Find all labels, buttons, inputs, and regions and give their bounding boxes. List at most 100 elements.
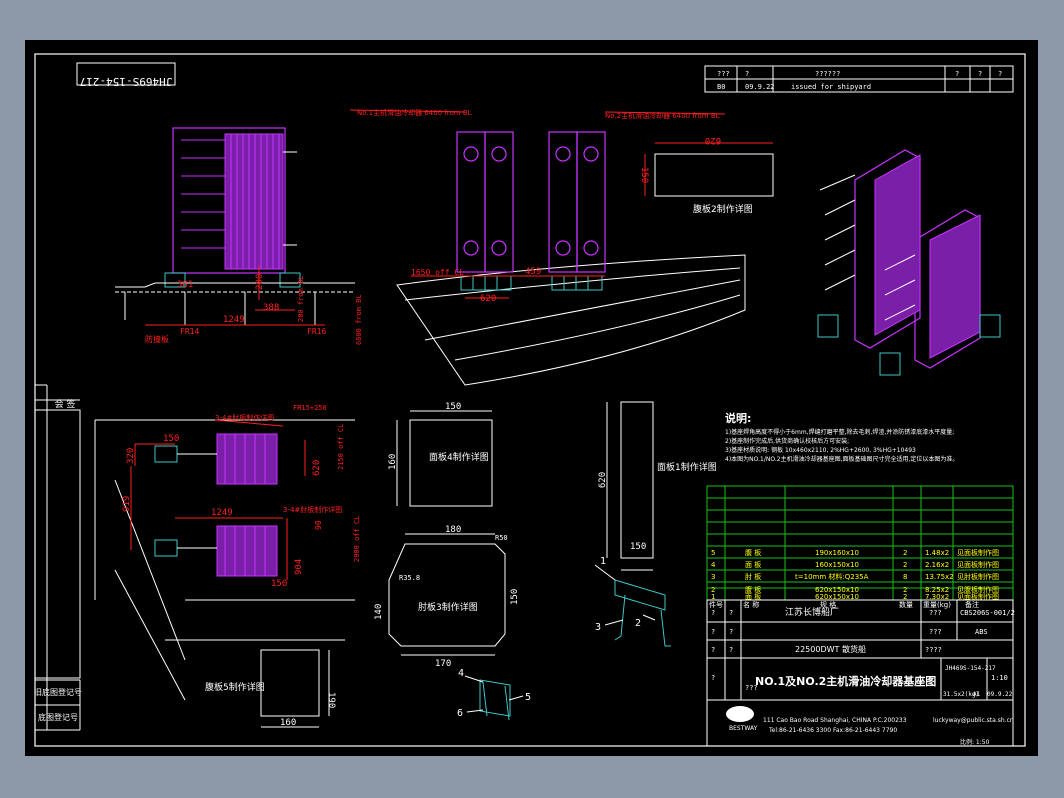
side-elev-1: 200 from BL [297,276,305,322]
plan-dim-919: 919 [122,496,132,512]
bom-r2-c5: 见肘板制作图 [957,572,999,581]
bom-col-0: 件号 [709,600,723,609]
bom-r2-c2: t=10mm 材料:Q235A [795,572,869,581]
plate4-h: 160 [388,454,398,470]
tb-company: 江苏长博船厂 [785,606,839,618]
tb-ph-1: ? [729,609,733,617]
left-strip-label-mid2: 底图登记号 [38,712,78,722]
front-dim-459: 459 [525,267,541,277]
bom-r3-c0: 2 [711,586,715,594]
notes-line-1: 1)基座焊角高度不得小于6mm,焊缝打磨平整,除去毛刺,焊渣,并涂防锈漆底漆水平… [725,428,954,436]
bom-r0-c2: 190x160x10 [815,549,859,557]
iso-callout-4: 4 [458,668,464,679]
tb-class: ABS [975,628,988,636]
plan-note-2: FR15+250 [293,404,327,412]
plate2-title: 腹板2制作详图 [693,203,753,215]
tb-ph-5: ? [729,646,733,654]
bom-r1-c4: 2.16x2 [925,561,949,569]
front-label-right: No.2主机滑油冷却器 6400 from BL [605,111,720,120]
plan-note-1: 3-4#肘板制作详图 [215,413,274,422]
bom-r4-c0: 1 [711,593,715,601]
plate1-h: 620 [598,472,608,488]
title-block: 江苏长博船厂 ??? CBS206S-001/2 ??? ABS 22500DW… [706,599,1015,747]
bom-r1-c3: 2 [903,561,907,569]
bom-r3-c3: 2 [903,586,907,594]
bom-r4-c2: 620x150x10 [815,593,859,601]
bestway-logo-icon [726,706,754,722]
plan-dim-1249: 1249 [211,508,233,518]
plate3-radius: R50 [495,534,508,542]
bom-r2-c3: 8 [903,573,907,581]
bom-col-5: 备注 [965,600,979,609]
plate3-bottom: 170 [435,659,451,669]
bom-r0-c4: 1.48x2 [925,549,949,557]
front-dim-620: 620 [480,294,496,304]
footer-scale: 比例: 1:50 [960,738,990,746]
plate1-title: 面板1制作详图 [657,461,717,473]
bom-col-2: 规 格 [820,600,836,609]
tb-title: NO.1及NO.2主机滑油冷却器基座图 [755,674,936,688]
plan-dim-150: 150 [163,434,179,444]
tb-ph-0: ? [711,609,715,617]
front-dim-offcl: 1650 off CL [411,268,464,277]
iso-part-1 [594,564,671,647]
tb-designer: ???? [925,646,942,654]
tb-drawing-no: JH469S-154-217 [945,665,996,672]
iso-view-top [817,149,1001,376]
tb-ph-4: ? [711,646,715,654]
iso-callout-3: 3 [595,622,601,633]
rev-row-2: issued for shipyard [791,83,871,91]
rev-header-4: ? [978,70,982,78]
plan-elev-1: 2150 off CL [337,424,345,470]
side-view: 381 200 1249 388 FR14 FR16 防撞板 200 from … [115,127,363,345]
plan-dim-904: 904 [294,559,304,575]
bom-r1-c1: 面 板 [745,560,761,569]
tb-ph-6: ? [711,674,715,682]
left-strip-label-mid1: 旧底图登记号 [34,687,82,697]
tb-vessel: 22500DWT 散货船 [795,644,866,654]
iso-callout-1: 1 [600,556,606,567]
plate1-detail: 620 150 面板1制作详图 [598,401,717,571]
bom-col-3: 数量 [899,600,913,609]
rev-row-1: 09.9.22 [745,83,775,91]
bom-r0-c5: 见面板制作图 [957,548,999,557]
plate3-top: 180 [445,525,461,535]
plate5-detail: 160 190 腹板5制作详图 [205,649,336,728]
left-strip: 会 签 旧底图登记号 底图登记号 [34,384,82,731]
tb-ph-3: ? [729,628,733,636]
tb-weight: 31.5x2(kg) [943,691,979,698]
bom-r0-c0: 5 [711,549,715,557]
bom-r2-c0: 3 [711,573,715,581]
plan-dim-620: 620 [312,460,322,476]
drawing-number-box: JH469S-154-217 [76,62,176,88]
rev-header-5: ? [998,70,1002,78]
rev-header-1: ? [745,70,749,78]
revision-table: ??? ? ?????? ? ? ? B0 09.9.22 issued for… [704,65,1014,93]
bom-r1-c2: 160x150x10 [815,561,859,569]
rev-header-0: ??? [717,70,730,78]
plate3-title: 肘板3制作详图 [418,601,478,613]
notes-title: 说明: [725,411,751,425]
bom-table: 5 腹 板 190x160x10 2 1.48x2 见面板制作图 4 面 板 1… [706,485,1014,609]
plate2-w: 620 [705,135,721,145]
bom-r3-c2: 620x150x10 [815,586,859,594]
plate3-chamfer: R35.8 [399,574,420,582]
bom-r0-c1: 腹 板 [745,548,761,557]
bom-r0-c3: 2 [903,549,907,557]
notes-line-2: 2)基座制作完成后,供货商确认校核后方可安装; [725,437,849,445]
bom-r4-c3: 2 [903,593,907,601]
plate2-h: 150 [639,167,649,183]
side-dim-381: 381 [177,280,193,290]
bom-r1-c0: 4 [711,561,716,569]
frame-left: FR14 [180,327,199,336]
plate3-right: 150 [510,589,520,605]
drawing-number-rotated: JH469S-154-217 [80,75,173,88]
plate1-w: 150 [630,542,646,552]
tb-email: luckyway@public.sta.sh.cn [933,717,1014,724]
plate5-h: 190 [326,692,336,708]
tb-tel: Tel:86-21-6436 3300 Fax:86-21-6443 7790 [768,727,897,734]
front-view: No.1主机滑油冷却器 6400 from BL No.2主机滑油冷却器 640… [349,108,746,386]
iso-part-2 [464,675,524,721]
plate5-title: 腹板5制作详图 [205,681,265,693]
iso-callout-6: 6 [457,708,463,719]
